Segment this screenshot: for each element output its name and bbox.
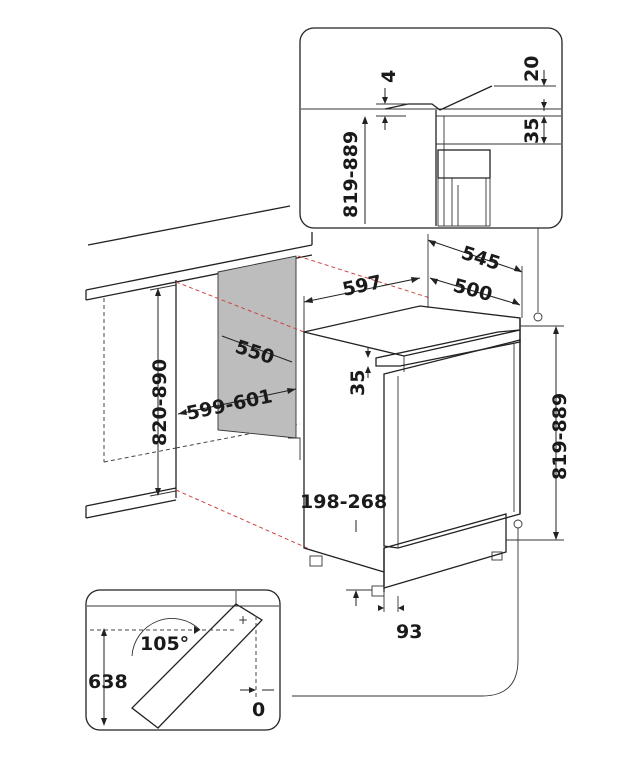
detail-top-label: 20 <box>521 56 543 82</box>
top-panel-label: 35 <box>347 370 369 396</box>
niche-cabinet: 820-890 550 599-601 <box>85 205 431 553</box>
appliance-height-label: 819-889 <box>549 393 571 480</box>
door-angle-label: 105° <box>140 633 189 655</box>
detail-panel-label: 35 <box>521 118 543 144</box>
plinth-label: 198-268 <box>300 491 387 513</box>
niche-height-label: 820-890 <box>149 359 171 446</box>
detail-height-label: 819-889 <box>340 131 362 218</box>
foot-offset-label: 93 <box>396 621 422 643</box>
detail-box-door: + 105° 638 0 <box>85 589 281 731</box>
svg-text:+: + <box>238 613 248 627</box>
detail-box-top: 4 819-889 20 35 <box>299 27 563 229</box>
appliance <box>303 305 521 597</box>
appliance-depth-label: 545 <box>458 242 503 275</box>
appliance-width-label: 597 <box>340 271 383 301</box>
door-clearance-label: 0 <box>252 699 265 721</box>
appliance-inner-depth-label: 500 <box>451 275 495 307</box>
door-swing-label: 638 <box>88 671 128 693</box>
appliance-dimensions: 545 500 597 35 819-889 198-268 <box>292 234 571 697</box>
detail-gap-label: 4 <box>378 70 400 83</box>
